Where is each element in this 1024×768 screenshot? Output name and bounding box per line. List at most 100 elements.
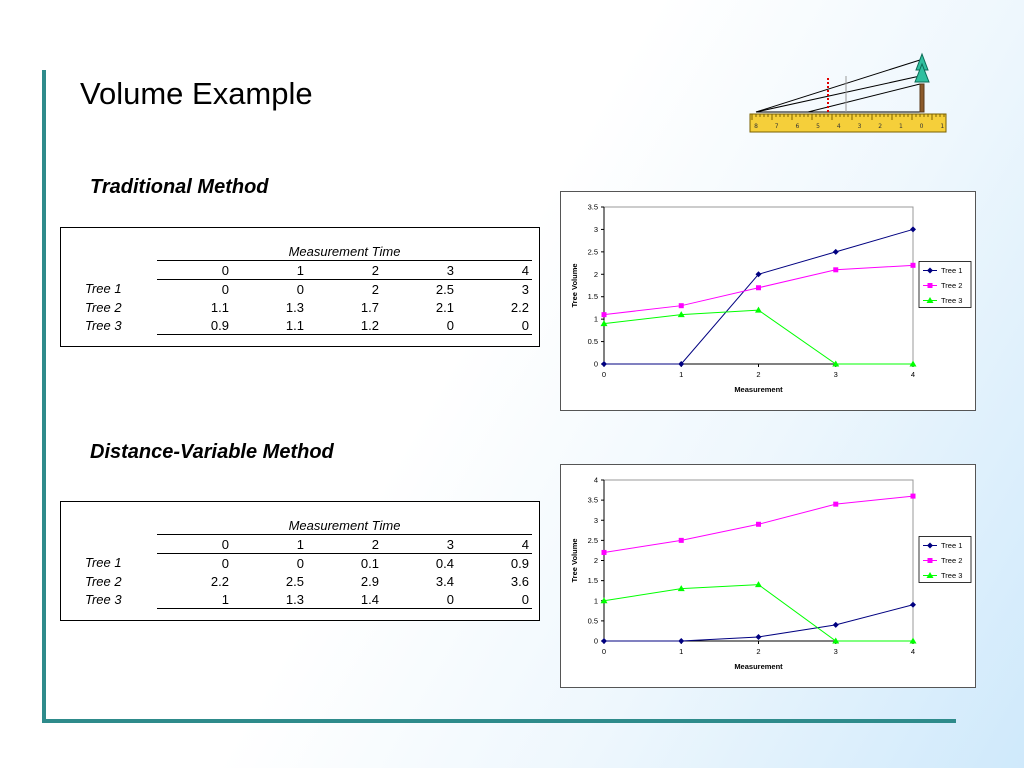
- column-header: 1: [232, 534, 307, 554]
- y-tick-label: 3: [594, 516, 598, 525]
- y-tick-label: 1.5: [588, 292, 598, 301]
- row-label: Tree 1: [85, 281, 122, 297]
- y-tick-label: 2.5: [588, 536, 598, 545]
- table-cell: 2.9: [360, 573, 379, 589]
- table-row: Tree 1 0 0 2 2.5 3: [85, 280, 532, 299]
- plot-area: [603, 479, 914, 642]
- slide-frame-bottom-bar: [42, 719, 956, 723]
- column-header: 0: [157, 260, 232, 280]
- table-cell: 0.4: [435, 555, 454, 571]
- table-row: Tree 2 1.1 1.3 1.7 2.1 2.2: [85, 298, 532, 316]
- data-point: [832, 248, 839, 255]
- data-point: [832, 637, 840, 644]
- x-axis-label: Measurement: [734, 385, 783, 394]
- table-cell: 3.4: [435, 573, 454, 589]
- legend: Tree 1 Tree 2 Tree 3: [918, 536, 972, 583]
- data-point: [909, 360, 917, 367]
- table-row: Tree 2 2.2 2.5 2.9 3.4 3.6: [85, 572, 532, 590]
- legend-entry: Tree 3: [941, 571, 962, 580]
- column-header: 3: [382, 260, 457, 280]
- section-heading-distance-variable: Distance-Variable Method: [90, 441, 334, 463]
- column-header: 2: [307, 534, 382, 554]
- data-point: [600, 597, 608, 604]
- data-point: [678, 303, 684, 309]
- table-cell: 2.5: [435, 281, 454, 297]
- x-tick-label: 4: [911, 647, 915, 656]
- data-point: [910, 601, 916, 608]
- legend-marker: [926, 297, 934, 303]
- section-heading-traditional: Traditional Method: [90, 176, 269, 198]
- row-label: Tree 3: [85, 317, 122, 333]
- data-point: [755, 633, 762, 640]
- legend-marker: [927, 267, 933, 274]
- table-cell: 0: [382, 590, 457, 609]
- data-point: [756, 521, 761, 527]
- table-cell: 1: [157, 590, 232, 609]
- ruler-tick-label: 2: [878, 123, 882, 130]
- table-cell: 2: [371, 281, 379, 297]
- series-tree-3: [600, 306, 917, 367]
- data-point: [833, 501, 839, 507]
- legend-entry: Tree 2: [941, 556, 962, 565]
- y-tick-label: 0: [594, 360, 598, 369]
- table-traditional: Measurement Time 0 1 2 3 4 Tree 1 0 0 2 …: [60, 227, 540, 347]
- table-cell: 1.2: [307, 316, 382, 335]
- column-header: 4: [457, 534, 532, 554]
- legend-marker: [926, 572, 934, 578]
- measurement-table: Measurement Time 0 1 2 3 4 Tree 1 0 0 2 …: [85, 242, 532, 335]
- ruler-tick-label: 1: [940, 123, 944, 130]
- data-point: [601, 361, 607, 367]
- y-tick-label: 3.5: [588, 203, 598, 212]
- table-cell: 1.3: [232, 590, 307, 609]
- legend-entry: Tree 1: [941, 541, 962, 550]
- table-row: Tree 3 0.9 1.1 1.2 0 0: [85, 316, 532, 335]
- data-point: [832, 621, 839, 628]
- ruler-tick-label: 0: [920, 123, 924, 130]
- table-cell: 0: [382, 316, 457, 335]
- table-cell: 1.3: [285, 299, 304, 315]
- y-tick-label: 2.5: [588, 247, 598, 256]
- x-tick-label: 2: [756, 370, 760, 379]
- data-point: [910, 262, 916, 268]
- column-header: 4: [457, 260, 532, 280]
- y-tick-label: 1: [594, 596, 598, 605]
- data-point: [755, 581, 762, 588]
- x-tick-label: 3: [834, 370, 838, 379]
- y-tick-label: 2: [594, 270, 598, 279]
- series-tree-2: [601, 493, 916, 555]
- measurement-time-header: Measurement Time: [157, 242, 532, 261]
- column-header: 2: [307, 260, 382, 280]
- row-label: Tree 1: [85, 555, 122, 571]
- column-header: 0: [157, 534, 232, 554]
- legend-entry: Tree 1: [941, 266, 962, 275]
- y-tick-label: 2: [594, 556, 598, 565]
- y-tick-label: 1.5: [588, 576, 598, 585]
- ruler-tick-label: 1: [899, 123, 903, 130]
- data-point: [677, 311, 685, 318]
- series-tree-1: [601, 601, 916, 644]
- data-point: [909, 637, 917, 644]
- legend-marker: [927, 542, 933, 549]
- column-header: 1: [232, 260, 307, 280]
- x-axis-label: Measurement: [734, 662, 783, 671]
- y-axis-label: Tree Volume: [570, 538, 579, 582]
- x-tick-label: 1: [679, 370, 683, 379]
- table-cell: 0.1: [360, 555, 379, 571]
- y-tick-label: 1: [594, 315, 598, 324]
- table-cell: 1.1: [210, 299, 229, 315]
- table-cell: 0: [457, 316, 532, 335]
- data-point: [678, 638, 685, 644]
- y-tick-label: 3.5: [588, 496, 598, 505]
- data-point: [678, 361, 685, 367]
- data-point: [601, 549, 607, 555]
- data-point: [910, 493, 916, 499]
- table-cell: 0: [457, 590, 532, 609]
- table-cell: 1.7: [360, 299, 379, 315]
- x-tick-label: 4: [911, 370, 915, 379]
- data-point: [755, 271, 762, 278]
- x-tick-label: 3: [834, 647, 838, 656]
